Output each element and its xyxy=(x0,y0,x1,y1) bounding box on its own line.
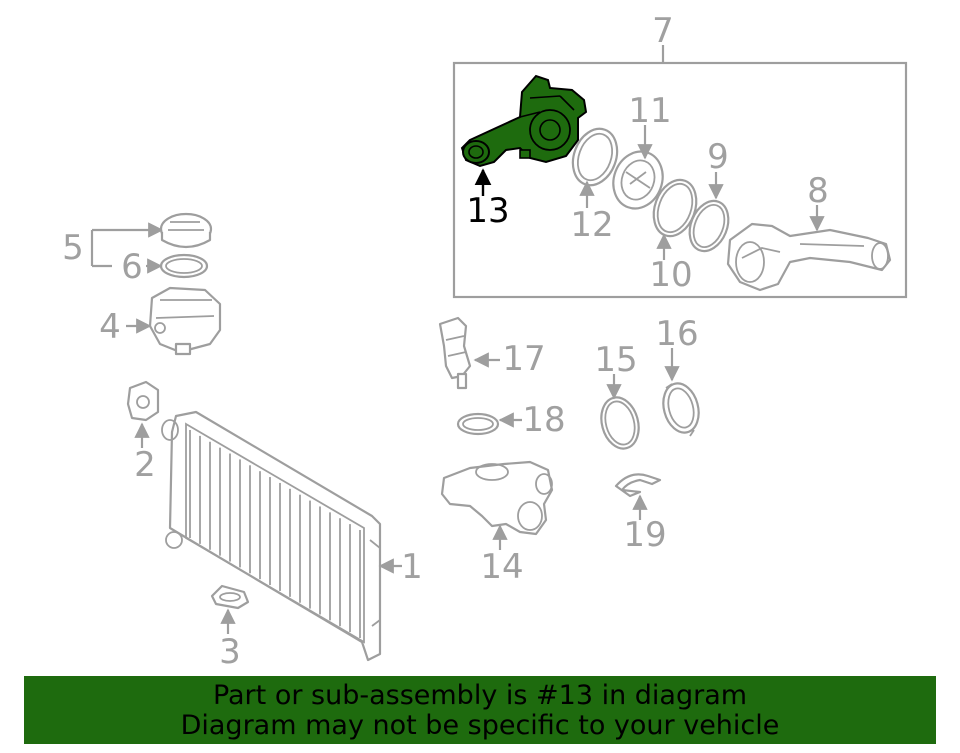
callout-16: 16 xyxy=(655,314,698,354)
part-2-mount-bracket[interactable] xyxy=(126,380,160,422)
callout-8: 8 xyxy=(807,171,829,211)
part-16-clamp-ring[interactable] xyxy=(658,379,704,437)
part-19-retaining-clip[interactable] xyxy=(614,473,662,498)
part-14-coolant-housing[interactable] xyxy=(440,460,554,536)
part-6-o-ring[interactable] xyxy=(159,253,209,279)
callout-10: 10 xyxy=(649,255,692,295)
callout-2: 2 xyxy=(134,445,156,485)
part-13-thermostat-housing[interactable] xyxy=(460,74,588,168)
callout-17: 17 xyxy=(502,339,545,379)
part-5-reservoir-cap[interactable] xyxy=(159,212,213,249)
part-11-thermostat[interactable] xyxy=(606,145,671,216)
part-3-radiator-mount[interactable] xyxy=(210,584,250,610)
callout-5: 5 xyxy=(62,228,84,268)
callout-13: 13 xyxy=(466,191,509,231)
banner-line-1: Part or sub-assembly is #13 in diagram xyxy=(212,680,748,711)
callout-15: 15 xyxy=(594,340,637,380)
part-8-coolant-pipe[interactable] xyxy=(726,222,892,292)
part-9-seal-ring[interactable] xyxy=(683,195,736,257)
info-banner: Part or sub-assembly is #13 in diagram D… xyxy=(24,676,936,744)
callout-1: 1 xyxy=(401,547,423,587)
callout-7: 7 xyxy=(652,11,674,51)
part-4-expansion-tank[interactable] xyxy=(148,286,222,356)
banner-line-2: Diagram may not be specific to your vehi… xyxy=(180,710,780,741)
callout-12: 12 xyxy=(570,205,613,245)
part-17-temperature-sensor[interactable] xyxy=(438,316,472,390)
callout-14: 14 xyxy=(480,547,523,587)
callout-18: 18 xyxy=(522,400,565,440)
callout-4: 4 xyxy=(99,307,121,347)
callout-11: 11 xyxy=(628,91,671,131)
callout-19: 19 xyxy=(623,515,666,555)
assembly-7-box xyxy=(452,61,908,299)
part-15-seal-ring[interactable] xyxy=(596,393,644,453)
callout-6: 6 xyxy=(121,247,143,287)
callout-3: 3 xyxy=(219,632,241,672)
callout-9: 9 xyxy=(707,137,729,177)
part-18-o-ring[interactable] xyxy=(456,412,500,436)
part-1-radiator[interactable] xyxy=(161,410,382,662)
